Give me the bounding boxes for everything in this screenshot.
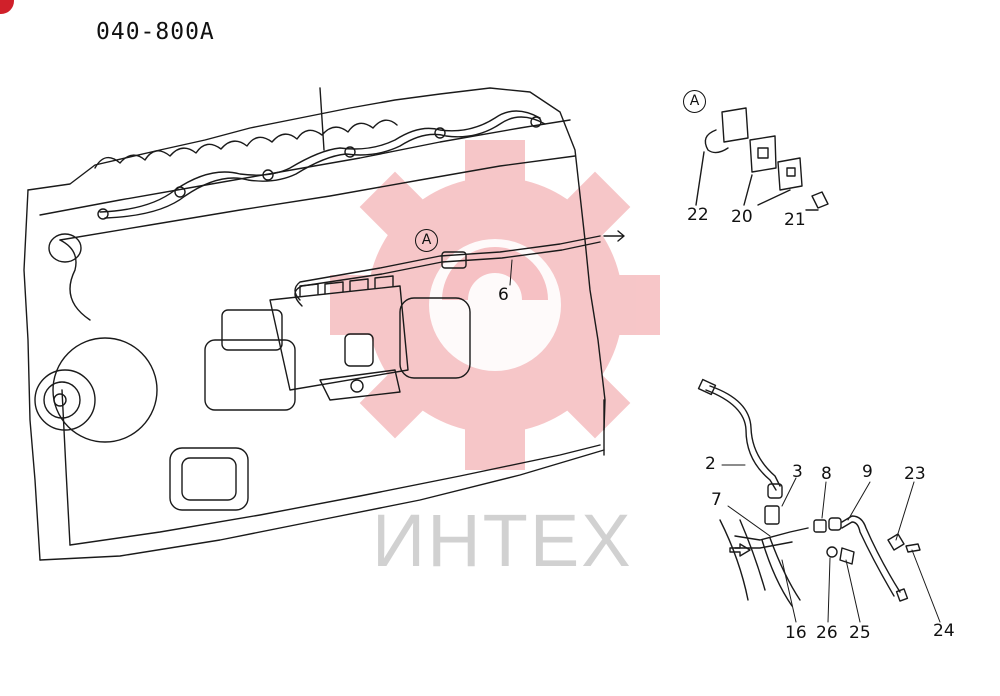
detail-marker-a-engine: A bbox=[415, 229, 438, 252]
injection-pipes bbox=[97, 110, 546, 220]
part-label-9: 9 bbox=[862, 462, 873, 482]
part-label-23: 23 bbox=[904, 464, 926, 484]
detail-marker-a-inset: A bbox=[683, 90, 706, 113]
turbocharger bbox=[34, 233, 158, 443]
part-label-3: 3 bbox=[792, 462, 803, 482]
diagram-title: 040-800A bbox=[96, 19, 215, 45]
part-label-21: 21 bbox=[784, 210, 806, 230]
detail-a-brackets bbox=[695, 107, 829, 211]
part-label-8: 8 bbox=[821, 464, 832, 484]
fuel-pipe-6 bbox=[294, 230, 625, 307]
injection-pump bbox=[204, 275, 471, 411]
part-label-2: 2 bbox=[705, 454, 716, 474]
pipe-2 bbox=[697, 378, 783, 499]
fittings-group bbox=[719, 505, 921, 607]
access-panel bbox=[169, 447, 249, 511]
engine-block-outline bbox=[23, 87, 606, 561]
watermark-text: ИНТЕХ bbox=[372, 499, 633, 582]
part-label-22: 22 bbox=[687, 205, 709, 225]
part-label-6: 6 bbox=[498, 285, 509, 305]
part-label-25: 25 bbox=[849, 623, 871, 643]
part-label-24: 24 bbox=[933, 621, 955, 641]
part-label-16: 16 bbox=[785, 623, 807, 643]
part-label-26: 26 bbox=[816, 623, 838, 643]
part-label-7: 7 bbox=[711, 490, 722, 510]
part-label-20: 20 bbox=[731, 207, 753, 227]
leader-lines bbox=[509, 259, 941, 623]
